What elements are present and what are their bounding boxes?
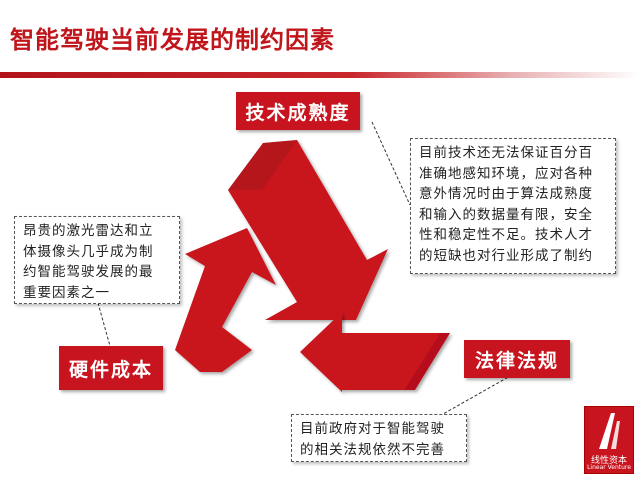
label-technology-maturity: 技术成熟度 [236,92,360,130]
label-hardware-cost: 硬件成本 [59,346,163,390]
note-line: 的短缺也对行业形成了制约 [419,247,593,264]
note-line: 重要因素之一 [23,284,110,301]
brand-logo: 线性资本 Linear Venture [584,406,634,474]
arrow-bottom [300,312,450,392]
note-line: 性和稳定性不足。技术人才 [419,227,593,243]
note-line: 和输入的数据量有限，安全 [419,206,593,223]
connector-law [435,374,513,419]
note-line: 昂贵的激光雷达和立 [23,223,154,239]
note-line: 体摄像头几乎成为制 [23,243,154,260]
arrow-top-right [228,140,388,320]
logo-en-text: Linear Venture [587,464,631,471]
logo-cn-text: 线性资本 [590,456,627,466]
logo-mark-icon [599,413,620,449]
connector-hardware [97,302,111,347]
note-line: 意外情况时由于算法成熟度 [419,186,593,202]
note-line: 目前政府对于智能驾驶 [300,421,445,437]
connector-maturity [371,121,411,206]
title-divider [0,72,640,78]
note-laws-regulations: 目前政府对于智能驾驶 的相关法规依然不完善 [291,414,467,462]
note-line: 约智能驾驶发展的最 [23,264,154,280]
label-laws-regulations: 法律法规 [464,340,570,378]
arrow-left [175,228,276,372]
note-line: 准确地感知环境，应对各种 [419,165,593,182]
page-title: 智能驾驶当前发展的制约因素 [10,25,335,54]
note-hardware-cost: 昂贵的激光雷达和立 体摄像头几乎成为制 约智能驾驶发展的最 重要因素之一 [14,216,180,304]
note-line: 的相关法规依然不完善 [300,441,445,458]
note-technology-maturity: 目前技术还无法保证百分百 准确地感知环境，应对各种 意外情况时由于算法成熟度 和… [410,138,616,274]
note-line: 目前技术还无法保证百分百 [419,145,593,161]
